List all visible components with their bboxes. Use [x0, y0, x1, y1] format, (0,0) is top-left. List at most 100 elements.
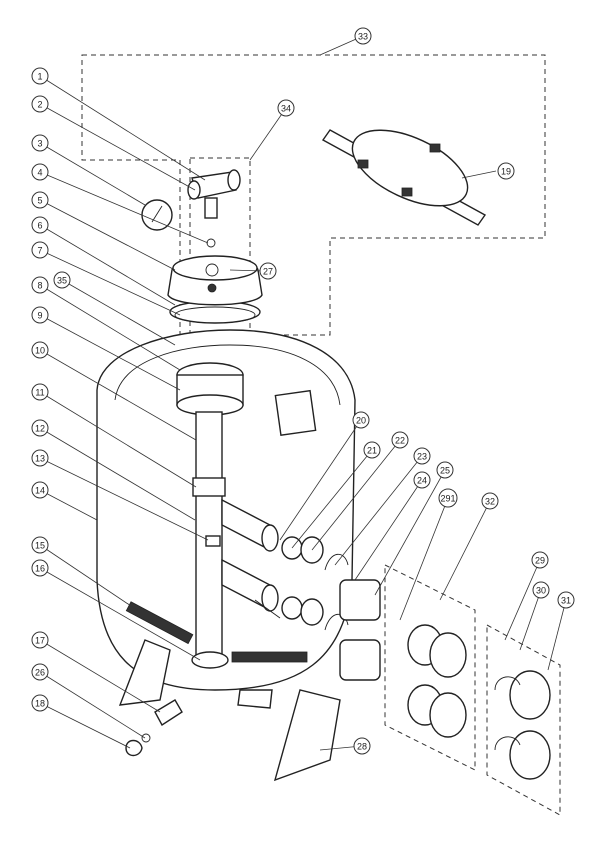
union-24b [339, 639, 381, 681]
callout-20: 20 [352, 411, 370, 429]
callout-circle [31, 191, 49, 209]
union-parts [281, 536, 551, 780]
tank-shoulder-line [114, 344, 341, 406]
gauge-needle [151, 205, 163, 223]
callout-label: 35 [57, 276, 67, 286]
callout-circle [413, 471, 431, 489]
group-31-outline [486, 624, 561, 816]
internal-pipework [125, 362, 308, 669]
callout-12: 12 [31, 419, 49, 437]
callout-35: 35 [53, 271, 71, 289]
callout-label: 22 [395, 436, 405, 446]
callout-label: 6 [37, 221, 42, 231]
union-24 [339, 579, 381, 621]
callout-circle [31, 449, 49, 467]
callout-label: 16 [35, 564, 45, 574]
upper-outlet-end [261, 524, 279, 552]
union-31b [509, 730, 551, 780]
callout-34: 34 [277, 99, 295, 117]
callout-29: 29 [531, 551, 549, 569]
callout-label: 11 [35, 388, 44, 398]
lateral-stub [254, 599, 281, 619]
callout-circle [31, 383, 49, 401]
o-ring-7-inner [174, 306, 256, 324]
callout-6: 6 [31, 216, 49, 234]
group-32-outline [384, 564, 476, 771]
drain-cap-18 [125, 739, 143, 757]
callout-circle [31, 631, 49, 649]
wrench-lug-1 [357, 159, 369, 169]
callout-label: 3 [37, 139, 42, 149]
callout-circle [353, 737, 371, 755]
callout-label: 28 [357, 742, 367, 752]
clip-23b [324, 613, 349, 631]
callout-11: 11 [31, 383, 49, 401]
callout-label: 32 [485, 497, 495, 507]
callout-17: 17 [31, 631, 49, 649]
callout-label: 4 [37, 168, 42, 178]
callout-circle [497, 162, 515, 180]
callout-circle [31, 163, 49, 181]
callout-circle [31, 306, 49, 324]
callout-label: 30 [536, 586, 546, 596]
callout-circle [532, 581, 550, 599]
callout-31: 31 [557, 591, 575, 609]
top-assembly [141, 169, 263, 324]
union-31 [509, 670, 551, 720]
callout-circle [557, 591, 575, 609]
union-ring-32 [429, 632, 467, 678]
callout-label: 1 [37, 72, 42, 82]
tank-leg-middle [237, 689, 273, 709]
wrench-ring [351, 129, 469, 207]
callout-circle [363, 441, 381, 459]
callout-circle [259, 262, 277, 280]
callout-19: 19 [497, 162, 515, 180]
callout-291: 291 [438, 488, 458, 508]
tee-end-left [187, 180, 201, 200]
callout-27: 27 [259, 262, 277, 280]
callout-14: 14 [31, 481, 49, 499]
callout-circle [31, 481, 49, 499]
callout-circle [31, 694, 49, 712]
label-plate [274, 389, 317, 436]
o-ring-4 [206, 238, 216, 248]
callout-30: 30 [532, 581, 550, 599]
callout-2: 2 [31, 95, 49, 113]
callout-label: 26 [35, 668, 45, 678]
callout-10: 10 [31, 341, 49, 359]
tee-stem [204, 197, 218, 219]
lateral-left [125, 601, 194, 645]
callout-33: 33 [354, 27, 372, 45]
callout-circle [31, 276, 49, 294]
callout-label: 19 [501, 167, 511, 177]
callout-3: 3 [31, 134, 49, 152]
callout-label: 21 [367, 446, 377, 456]
callout-32: 32 [481, 492, 499, 510]
callout-4: 4 [31, 163, 49, 181]
wrench-19 [321, 129, 487, 226]
callout-22: 22 [391, 431, 409, 449]
callout-label: 2 [37, 100, 42, 110]
callout-18: 18 [31, 694, 49, 712]
union-ring-32b [429, 692, 467, 738]
drain-assembly [125, 699, 183, 757]
callout-label: 9 [37, 311, 42, 321]
callout-15: 15 [31, 536, 49, 554]
callout-circle [438, 488, 458, 508]
callout-circle [31, 341, 49, 359]
callout-markers: 1234567358910111213141516172618333419272… [31, 27, 575, 755]
callout-9: 9 [31, 306, 49, 324]
clip-29b [494, 736, 521, 751]
callout-circle [31, 536, 49, 554]
clip-23 [324, 553, 349, 571]
callout-13: 13 [31, 449, 49, 467]
o-ring-22b [300, 598, 324, 626]
wrench-lug-2 [429, 143, 441, 153]
callout-circle [391, 431, 409, 449]
tank-leg-left [118, 639, 171, 706]
callout-circle [53, 271, 71, 289]
drain-fitting-17 [154, 699, 183, 727]
callout-label: 25 [440, 466, 450, 476]
callout-label: 14 [35, 486, 45, 496]
callout-label: 7 [37, 246, 42, 256]
